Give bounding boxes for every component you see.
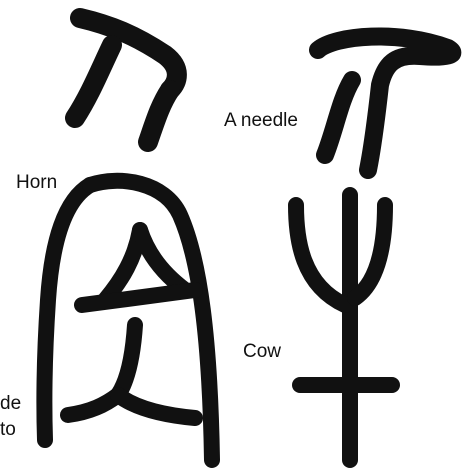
label-cow: Cow <box>243 342 281 361</box>
horn-glyph <box>75 18 177 142</box>
lower-v-left <box>68 395 118 415</box>
label-clipped-line2: to <box>0 420 16 439</box>
label-clipped-line1: de <box>0 394 21 413</box>
right-character <box>296 36 452 460</box>
lower-v-right <box>118 395 195 418</box>
lower-stem <box>118 325 135 395</box>
fork-left <box>296 205 345 305</box>
needle-left-stroke <box>325 80 352 155</box>
label-needle: A needle <box>224 111 298 130</box>
upper-v-right <box>140 230 185 290</box>
left-character <box>44 18 212 460</box>
cow-fork-glyph <box>296 195 392 460</box>
label-horn: Horn <box>16 173 57 192</box>
upper-crossbar <box>82 290 195 305</box>
horn-right-stroke <box>148 90 170 142</box>
horn-left-stroke <box>75 45 112 118</box>
cow-body-glyph <box>44 181 212 460</box>
upper-v-left <box>105 230 140 300</box>
fork-right <box>355 205 385 298</box>
needle-glyph <box>318 36 452 170</box>
